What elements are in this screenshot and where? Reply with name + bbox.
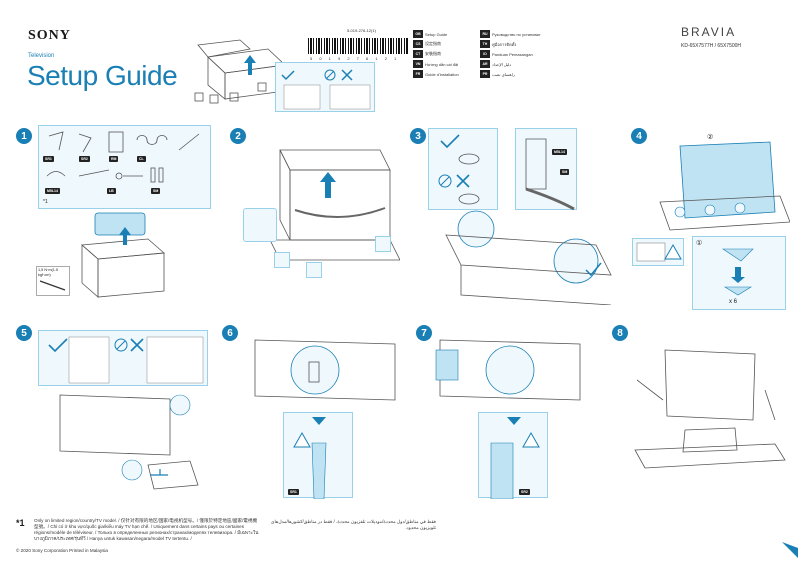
tag-sm: SM	[151, 188, 161, 194]
step-5-ok-ng-panel	[38, 330, 208, 386]
screw-spec-text: 1,5 N·m(1.5 kgf·cm)	[38, 268, 59, 277]
bravia-logo: BRAVIA	[681, 25, 737, 39]
sony-logo: SONY	[28, 28, 71, 43]
step-5-illustration	[59, 394, 199, 490]
step-6-detail-panel: SR1	[283, 412, 353, 500]
step-4-num-2: ②	[707, 134, 714, 141]
tag-sr1: SR1	[43, 156, 54, 162]
tag-sr2-step7: SR2	[519, 489, 530, 495]
category-label: Television	[28, 53, 55, 59]
step-3-illustration	[445, 210, 612, 305]
step-7-illustration	[435, 339, 581, 401]
footnote-mark-1: *1	[43, 199, 48, 205]
page-title: Setup Guide	[27, 60, 178, 91]
step-7-badge: 7	[416, 325, 432, 341]
step-2-detail-2	[274, 252, 290, 268]
handling-panel	[275, 62, 375, 112]
tag-sr1-step6: SR1	[288, 489, 299, 495]
step-4-illustration	[659, 141, 790, 231]
step-8-illustration	[634, 349, 786, 469]
tag-lb: LB	[107, 188, 116, 194]
screw-spec-box: 1,5 N·m(1.5 kgf·cm)	[36, 266, 70, 296]
step-6-illustration	[254, 339, 396, 401]
step-3-ok-ng-panel	[428, 128, 498, 210]
step-4-badge: 4	[631, 128, 647, 144]
tag-rm: RM	[109, 156, 119, 162]
step-4-stand-panel: ① x 6	[692, 236, 786, 310]
step-4-num-1: ①	[696, 240, 703, 247]
tag-sm-step3: SM	[560, 169, 570, 175]
step-1-badge: 1	[16, 128, 32, 144]
corner-arrow-icon	[782, 542, 798, 558]
tag-m5l14: M5L14	[45, 188, 60, 194]
step-2-detail-4	[375, 236, 391, 252]
step-4-warning-panel	[632, 238, 684, 266]
footnote-text: Only on limited region/country/TV model.…	[34, 518, 259, 541]
step-6-badge: 6	[222, 325, 238, 341]
step-2-badge: 2	[230, 128, 246, 144]
barcode	[308, 38, 408, 54]
step-2-detail	[243, 208, 277, 242]
tag-cl: CL	[137, 156, 146, 162]
step-1-parts-panel: SR1 SR2 RM CL M5L14 LB SM *1	[38, 125, 211, 209]
step-4-count: x 6	[729, 299, 738, 305]
part-number: 5-019-276-12(1)	[347, 28, 376, 33]
step-2-detail-3	[306, 262, 322, 278]
tag-sr2: SR2	[79, 156, 90, 162]
barcode-digits: 5 0 1 9 2 7 6 1 2 1	[310, 56, 400, 61]
model-numbers: KD-65X7577H / 65X7500H	[681, 43, 742, 49]
step-3-badge: 3	[410, 128, 426, 144]
step-3-screw-panel: M5L14 SM	[515, 128, 577, 211]
footnote-arabic: فقط في مناطق/دول محددة/موديلات تلفزيون م…	[270, 519, 436, 530]
step-8-badge: 8	[612, 325, 628, 341]
step-1-box-illustration	[81, 212, 165, 298]
copyright: © 2020 Sony Corporation Printed in Malay…	[16, 548, 108, 553]
step-7-detail-panel: SR2	[478, 412, 548, 500]
tag-m5l14-step3: M5L14	[552, 149, 567, 155]
footnote-mark: *1	[16, 518, 25, 528]
step-5-badge: 5	[16, 325, 32, 341]
